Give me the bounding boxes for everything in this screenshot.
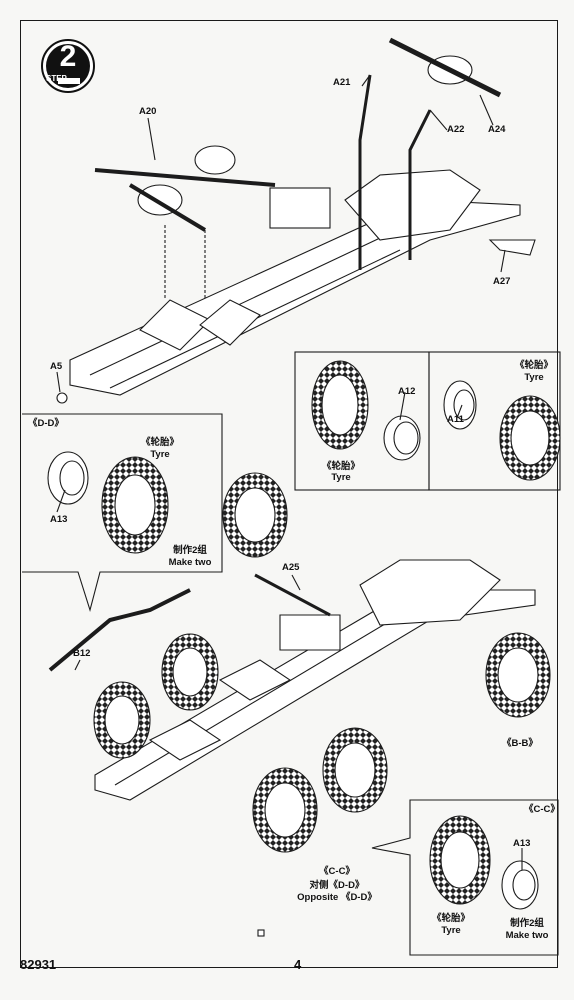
- label-a24: A24: [488, 124, 506, 135]
- label-a11: A11: [447, 414, 464, 425]
- label-a13-c-c: A13: [513, 838, 531, 849]
- label-opposite-en: Opposite 《D-D》: [297, 892, 377, 903]
- inset-d-d: [22, 413, 223, 612]
- inset-d-d-make-two-cn: 制作2组: [173, 545, 207, 556]
- inset-d-d-make-two-en: Make two: [168, 557, 212, 568]
- step-badge: 2 STEP: [40, 38, 96, 94]
- label-a12: A12: [398, 386, 416, 397]
- inset-a11-tyre-en: Tyre: [524, 372, 544, 383]
- step-number: 2: [59, 40, 77, 73]
- inset-c-c-tyre-en: Tyre: [441, 925, 461, 936]
- wheel-d-d: [47, 451, 169, 554]
- label-c-c: 《C-C》: [319, 866, 355, 877]
- inset-a12-tyre-cn: 《轮胎》: [321, 461, 360, 472]
- product-code: 82931: [20, 957, 57, 972]
- inset-c-c-make-two-cn: 制作2组: [510, 918, 544, 929]
- inset-d-d-title: 《D-D》: [28, 418, 64, 429]
- label-a27: A27: [493, 276, 511, 287]
- inset-a12-tyre-en: Tyre: [331, 472, 351, 483]
- label-a21: A21: [333, 77, 351, 88]
- page-number: 4: [294, 957, 302, 972]
- inset-c-c-make-two-en: Make two: [505, 930, 549, 941]
- label-a13-d-d: A13: [50, 514, 68, 525]
- label-b12: B12: [73, 648, 91, 659]
- label-a25: A25: [282, 562, 300, 573]
- step-badge-icon: [41, 39, 95, 93]
- inset-c-c: [371, 799, 559, 956]
- inset-c-c-title: 《C-C》: [524, 804, 560, 815]
- inset-d-d-tyre-cn: 《轮胎》: [140, 437, 179, 448]
- lower-chassis-frame: [48, 472, 551, 937]
- label-a20: A20: [139, 106, 157, 117]
- inset-d-d-tyre-en: Tyre: [150, 449, 170, 460]
- label-a5: A5: [50, 361, 63, 372]
- inset-c-c-tyre-cn: 《轮胎》: [431, 913, 470, 924]
- inset-a11: [428, 351, 561, 491]
- label-opposite-cn: 对侧《D-D》: [309, 880, 365, 891]
- label-a22: A22: [447, 124, 465, 135]
- wheel-a12: [311, 360, 421, 461]
- upper-chassis-frame: [56, 37, 536, 404]
- wheel-c-c: [429, 815, 539, 910]
- label-b-b: 《B-B》: [502, 738, 538, 749]
- inset-a11-tyre-cn: 《轮胎》: [514, 360, 553, 371]
- wheel-a11: [443, 380, 561, 481]
- step-word: STEP: [46, 74, 67, 83]
- page-frame: [20, 20, 558, 968]
